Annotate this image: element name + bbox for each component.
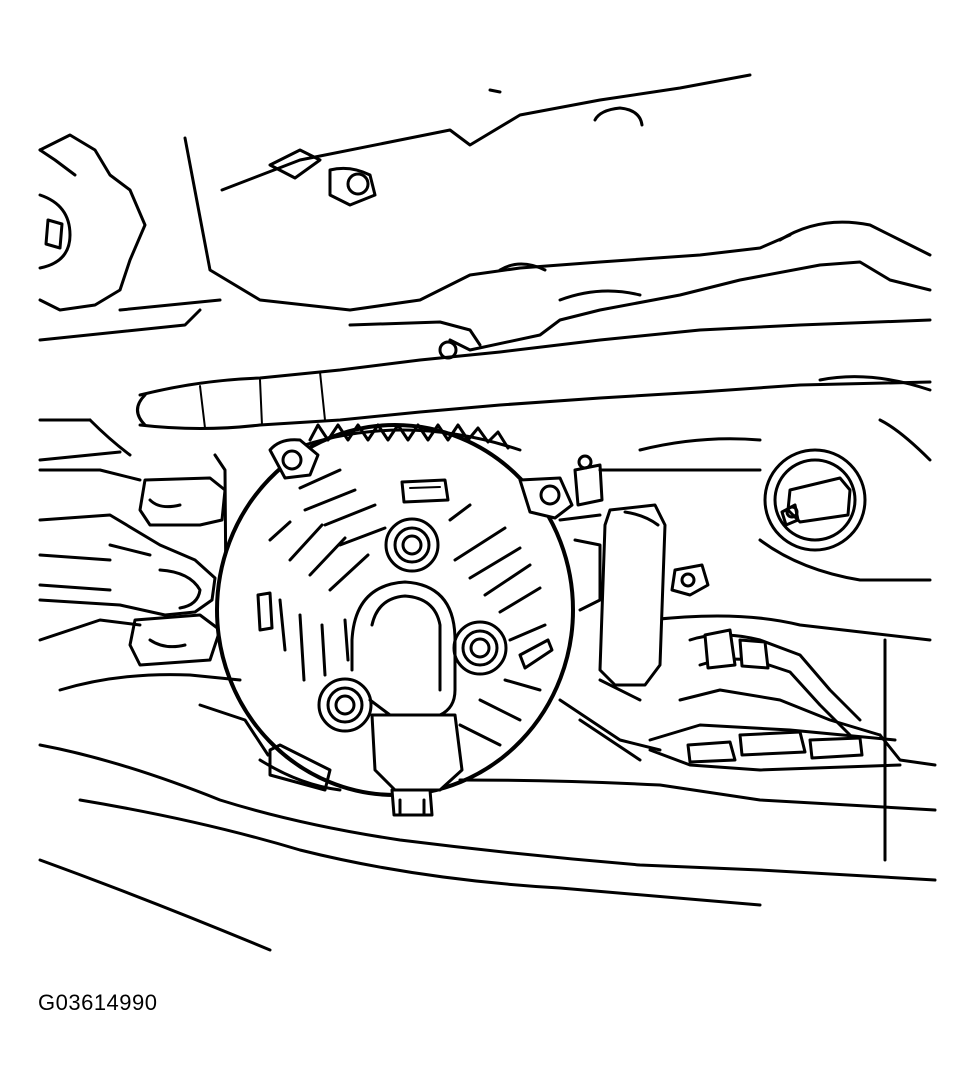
right-engine-area (598, 220, 932, 642)
adjusting-arm (558, 454, 710, 687)
engine-block-outline (118, 73, 792, 312)
lower-crossmember (38, 638, 937, 952)
alternator (215, 423, 575, 817)
alternator-mounting-bracket (38, 418, 228, 667)
figure-id-label: G03614990 (38, 990, 158, 1015)
upper-hose-assembly (136, 260, 932, 430)
technician-hand (38, 468, 217, 642)
oil-filler-cap (38, 133, 202, 342)
wiring-harness (558, 628, 937, 772)
